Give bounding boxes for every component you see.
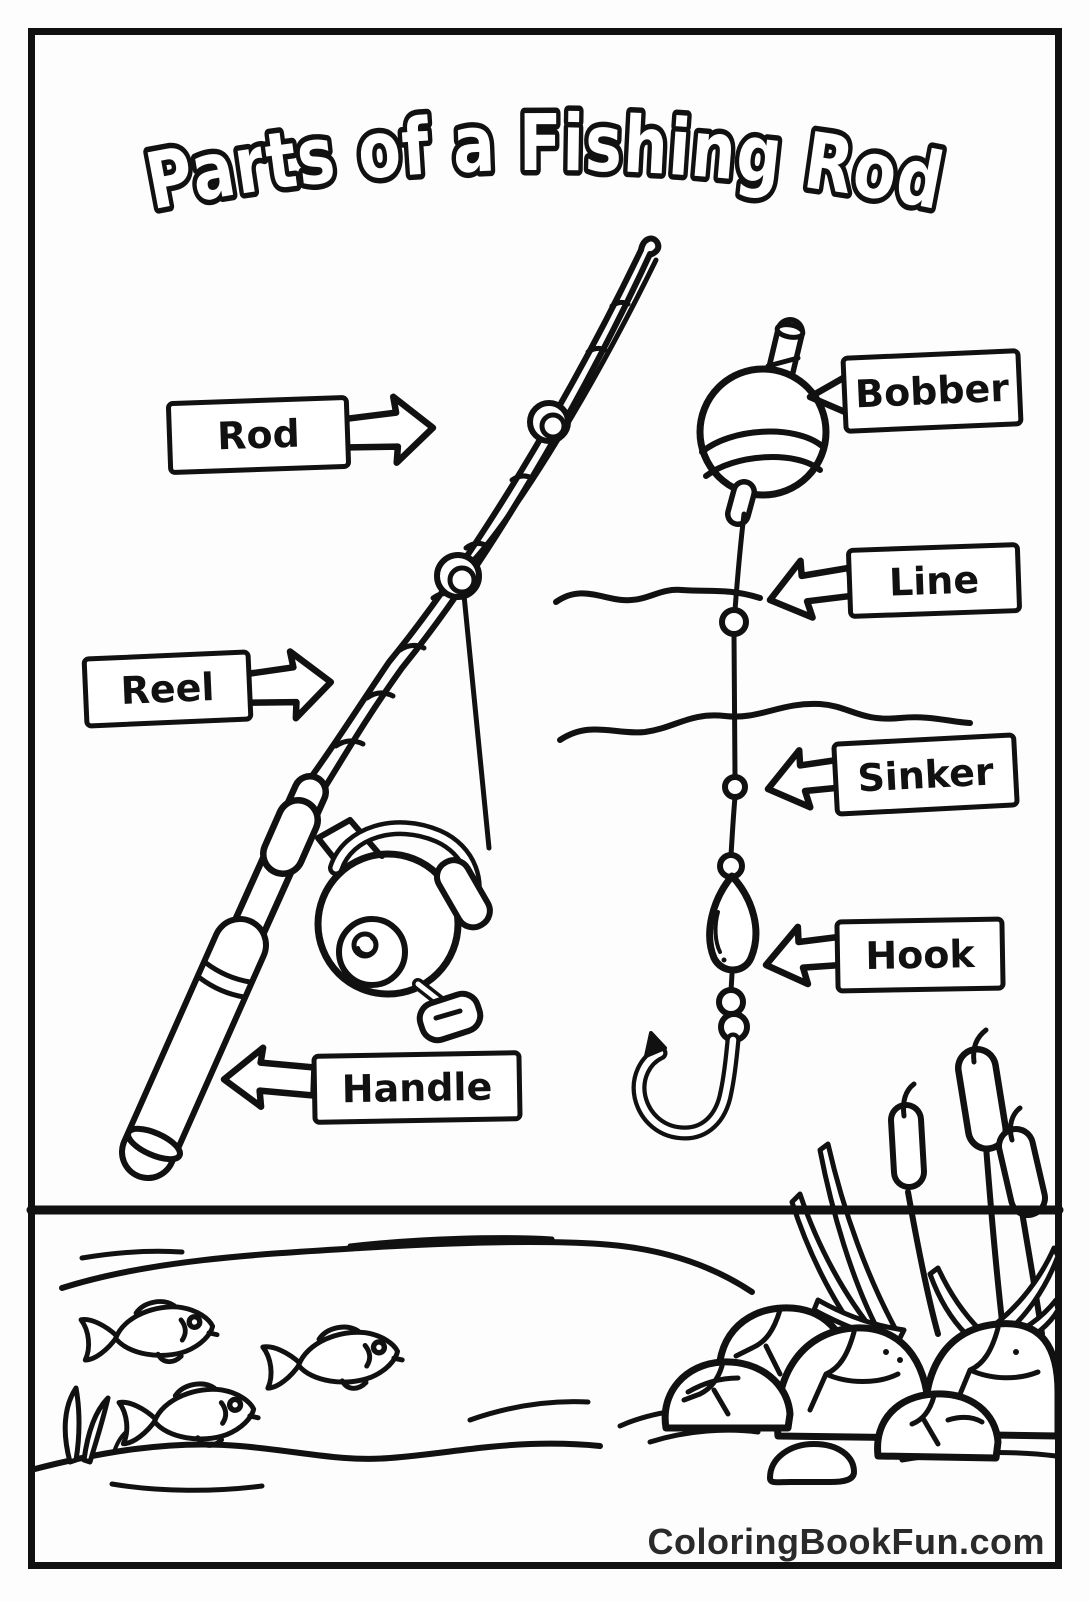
line-segment (732, 511, 747, 613)
cattail-heads (888, 1027, 1048, 1218)
page-title: Parts of a Fishing Rod (139, 99, 950, 228)
rod-line (460, 257, 659, 851)
hook-curve (631, 1031, 741, 1141)
label-reel-text: Reel (119, 664, 216, 714)
label-line-text: Line (888, 556, 980, 605)
handle-grip (119, 916, 269, 1181)
line-arrow (766, 557, 857, 621)
fish-group (80, 1296, 405, 1455)
label-reel: Reel (81, 649, 254, 729)
rod-butt (228, 773, 329, 951)
bobber-top-stub (765, 317, 806, 389)
sinker-weight (706, 872, 760, 974)
label-hook: Hook (834, 916, 1006, 994)
cattails (789, 1027, 1061, 1349)
rod-tip (638, 235, 662, 258)
fish (80, 1296, 219, 1371)
bobber-illustration (696, 317, 830, 527)
surface-waves (553, 586, 973, 743)
watermark: ColoringBookFun.com (647, 1521, 1045, 1562)
label-sinker-text: Sinker (856, 748, 995, 801)
label-handle: Handle (311, 1050, 523, 1125)
label-rod: Rod (165, 394, 352, 476)
reel-crank (412, 978, 484, 1044)
label-bobber-text: Bobber (854, 365, 1010, 417)
rod-illustration (119, 235, 662, 1181)
grass-tuft (62, 1385, 134, 1465)
label-handle-text: Handle (341, 1064, 493, 1111)
bobber-bottom-stub (725, 479, 757, 527)
water-scene (26, 1027, 1064, 1493)
rocks-group (661, 1304, 1062, 1486)
rod-guide-rings (434, 400, 571, 600)
label-rod-text: Rod (216, 411, 301, 459)
label-sinker: Sinker (831, 732, 1020, 817)
hook-arrow (762, 923, 845, 988)
reel-illustration (314, 817, 493, 1044)
rod-arrow (337, 393, 437, 466)
pebble (767, 1441, 857, 1486)
label-bobber: Bobber (840, 348, 1024, 434)
fish (262, 1320, 405, 1399)
fishing-rig-illustration (631, 511, 760, 1141)
reel-arrow (237, 648, 335, 722)
handle-arrow (220, 1044, 318, 1110)
page-border (28, 28, 1062, 1569)
label-hook-text: Hook (864, 932, 976, 978)
bobber-connector (806, 374, 847, 415)
label-line: Line (845, 541, 1023, 620)
